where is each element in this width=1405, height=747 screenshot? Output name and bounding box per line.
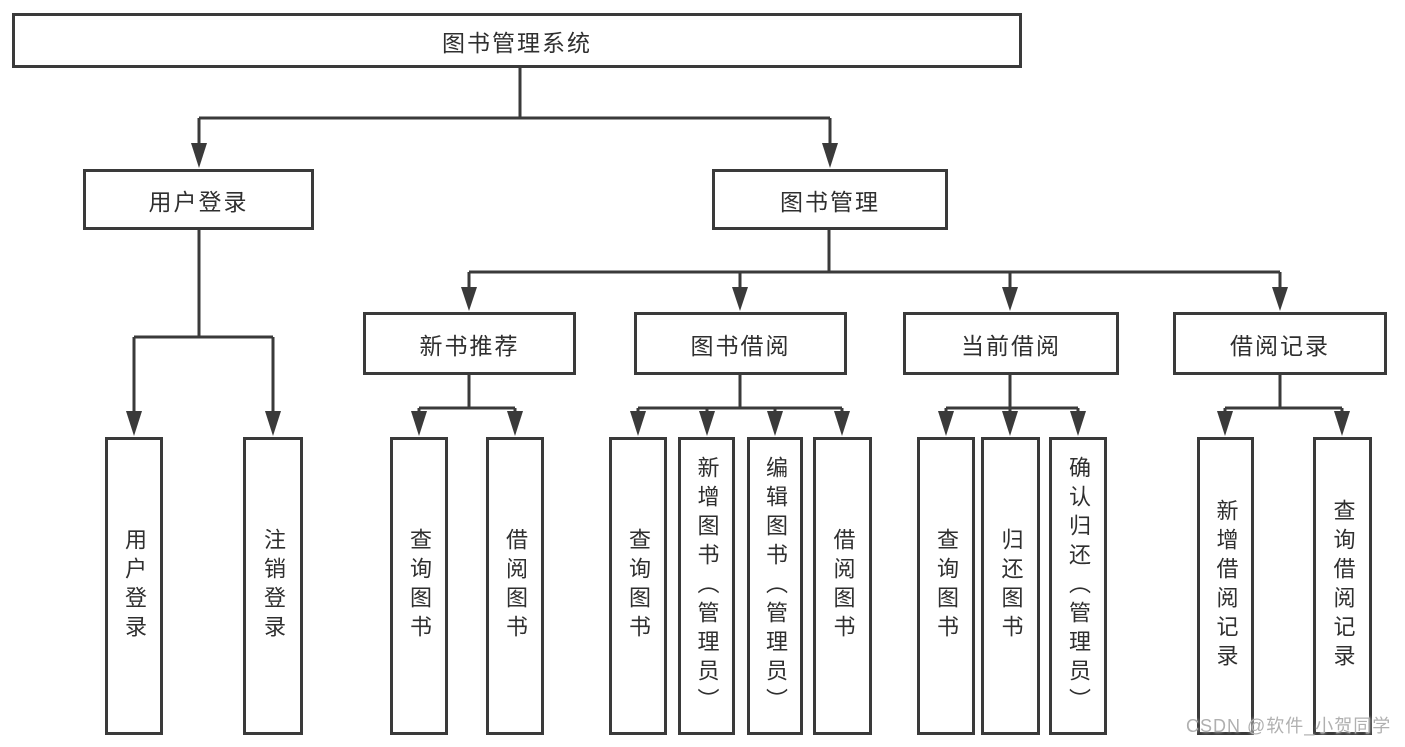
arrowhead-leaf-add-books xyxy=(699,411,715,436)
leaf-add-borrow-record: 新增借阅记录 xyxy=(1197,437,1254,735)
node-label: 确认归还（管理员） xyxy=(1066,455,1091,717)
watermark: CSDN @软件_小贺同学 xyxy=(1186,716,1392,736)
node-label: 新增图书（管理员） xyxy=(694,455,720,717)
node-user-login: 用户登录 xyxy=(83,169,314,230)
arrowhead-leaf-return-books xyxy=(1002,411,1018,436)
node-label: 当前借阅 xyxy=(961,332,1061,359)
leaf-borrow-books-2: 借阅图书 xyxy=(813,437,872,735)
node-book-management-system: 图书管理系统 xyxy=(12,13,1022,68)
arrowhead-leaf-query-books-2 xyxy=(630,411,646,436)
node-label: 借阅图书 xyxy=(503,528,528,644)
node-book-borrowing: 图书借阅 xyxy=(634,312,847,375)
arrowhead-leaf-add-record xyxy=(1217,411,1233,436)
arrowhead-user-login xyxy=(191,143,207,168)
arrowhead-book-management xyxy=(822,143,838,168)
node-label: 查询图书 xyxy=(934,528,959,644)
leaf-return-books: 归还图书 xyxy=(981,437,1040,735)
node-book-management: 图书管理 xyxy=(712,169,948,230)
arrowhead-book-borrowing xyxy=(732,287,748,311)
node-label: 用户登录 xyxy=(148,188,249,215)
leaf-borrow-books-1: 借阅图书 xyxy=(486,437,544,735)
arrowhead-leaf-confirm-return xyxy=(1070,411,1086,436)
node-label: 图书借阅 xyxy=(690,332,791,359)
connector-current-borrowing-children xyxy=(944,375,1080,413)
connector-book-management-children xyxy=(467,230,1282,289)
leaf-user-login: 用户登录 xyxy=(105,437,163,735)
node-label: 查询图书 xyxy=(626,528,651,644)
node-label: 归还图书 xyxy=(998,528,1024,644)
node-label: 借阅图书 xyxy=(830,528,856,644)
node-label: 查询图书 xyxy=(407,528,432,644)
leaf-edit-books-admin: 编辑图书（管理员） xyxy=(747,437,803,735)
leaf-query-books-2: 查询图书 xyxy=(609,437,667,735)
node-label: 编辑图书（管理员） xyxy=(763,455,788,717)
node-label: 图书管理 xyxy=(780,188,880,215)
node-label: 图书管理系统 xyxy=(442,29,592,56)
node-current-borrowing: 当前借阅 xyxy=(903,312,1119,375)
node-label: 新增借阅记录 xyxy=(1213,499,1239,673)
node-label: 查询借阅记录 xyxy=(1330,499,1356,673)
arrowhead-leaf-borrow-books-1 xyxy=(507,411,523,436)
arrowhead-leaf-query-record xyxy=(1334,411,1350,436)
leaf-query-books-1: 查询图书 xyxy=(390,437,448,735)
connector-new-book-recommend-children xyxy=(417,375,517,413)
leaf-logout: 注销登录 xyxy=(243,437,303,735)
connector-root-to-level2 xyxy=(197,68,832,145)
arrowhead-leaf-logout xyxy=(265,411,281,436)
arrowhead-leaf-edit-books xyxy=(767,411,783,436)
arrowhead-leaf-user-login xyxy=(126,411,142,436)
arrowhead-leaf-query-books-1 xyxy=(411,411,427,436)
node-new-book-recommend: 新书推荐 xyxy=(363,312,576,375)
connector-borrowing-records-children xyxy=(1223,375,1344,413)
connector-book-borrowing-children xyxy=(636,375,844,413)
node-label: 新书推荐 xyxy=(419,332,520,359)
node-label: 用户登录 xyxy=(122,528,147,644)
leaf-confirm-return-admin: 确认归还（管理员） xyxy=(1049,437,1107,735)
node-label: 注销登录 xyxy=(261,528,286,644)
arrowhead-leaf-borrow-books-2 xyxy=(834,411,850,436)
arrowhead-new-book-recommend xyxy=(461,287,477,311)
node-label: 借阅记录 xyxy=(1230,332,1330,359)
node-borrowing-records: 借阅记录 xyxy=(1173,312,1387,375)
connector-user-login-children xyxy=(132,230,275,413)
arrowhead-borrowing-records xyxy=(1272,287,1288,311)
leaf-query-books-3: 查询图书 xyxy=(917,437,975,735)
leaf-query-borrow-record: 查询借阅记录 xyxy=(1313,437,1372,735)
arrowhead-leaf-query-books-3 xyxy=(938,411,954,436)
arrowhead-current-borrowing xyxy=(1002,287,1018,311)
leaf-add-books-admin: 新增图书（管理员） xyxy=(678,437,735,735)
